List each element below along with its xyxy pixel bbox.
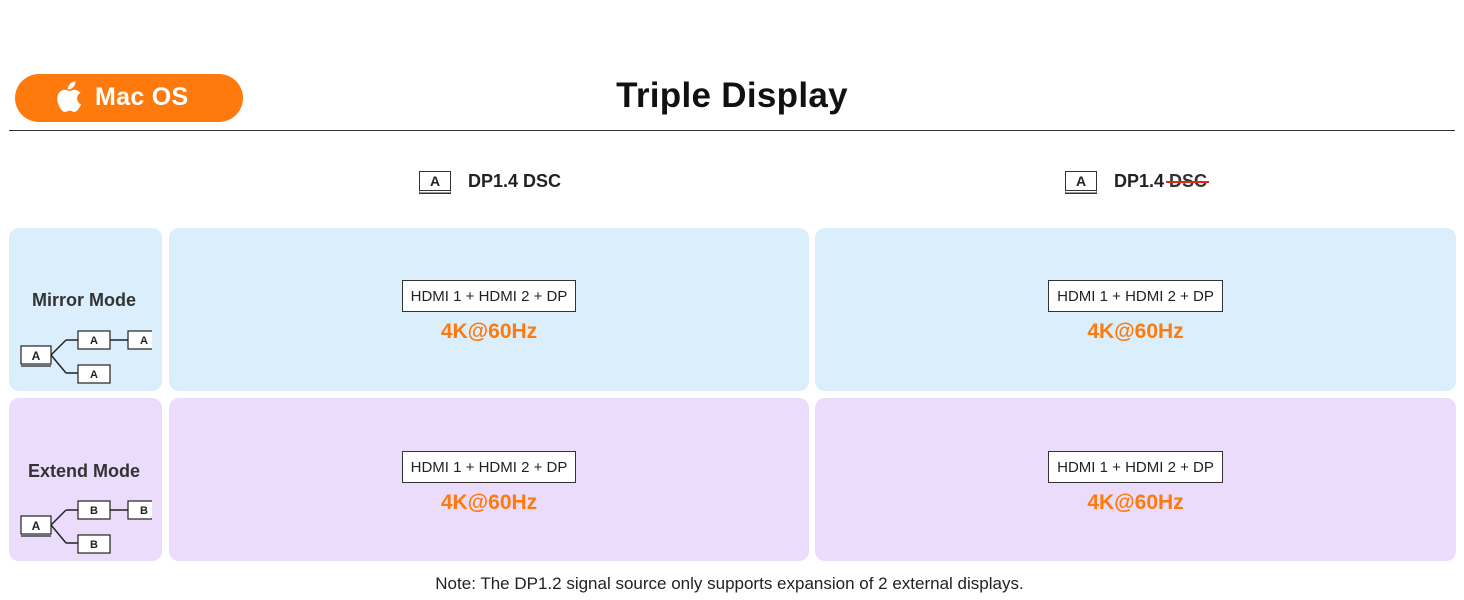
column-label: DP1.4 DSC (1114, 171, 1207, 192)
diagram-output-label: B (140, 505, 148, 517)
diagram-output-label: A (90, 335, 98, 347)
mirror-mode-label-cell: Mirror Mode A A A A (9, 228, 162, 391)
mirror-mode-label: Mirror Mode (31, 290, 136, 310)
column-label-prefix: DP1.4 (1114, 170, 1165, 191)
mirror-no-dsc-cell: HDMI 1 + HDMI 2 + DP 4K@60Hz (815, 228, 1456, 391)
extend-dsc-cell: HDMI 1 + HDMI 2 + DP 4K@60Hz (169, 398, 809, 561)
diagram-output-label: A (140, 335, 148, 347)
column-header-dsc: A DP1.4 DSC (419, 168, 561, 194)
page-title: Triple Display (616, 76, 848, 115)
footnote: Note: The DP1.2 signal source only suppo… (435, 574, 1024, 593)
extend-mode-diagram: A B B B (20, 500, 152, 554)
apple-logo-icon (57, 81, 82, 112)
column-label: DP1.4 DSC (468, 170, 562, 191)
port-combo: HDMI 1 + HDMI 2 + DP (1048, 451, 1223, 483)
mirror-mode-diagram: A A A A (20, 330, 152, 384)
port-combo: HDMI 1 + HDMI 2 + DP (401, 280, 577, 312)
port-combo: HDMI 1 + HDMI 2 + DP (1048, 280, 1223, 312)
resolution: 4K@60Hz (1087, 491, 1184, 514)
column-label-struck: DSC (1169, 170, 1208, 191)
resolution: 4K@60Hz (440, 491, 538, 514)
resolution: 4K@60Hz (440, 320, 538, 343)
extend-mode-label: Extend Mode (27, 461, 140, 481)
os-label: Mac OS (95, 83, 189, 111)
port-a-icon: A (419, 171, 451, 191)
diagram-source-label: A (32, 349, 41, 363)
diagram-source-label: A (32, 519, 41, 533)
port-a-icon: A (1065, 171, 1097, 191)
port-combo: HDMI 1 + HDMI 2 + DP (401, 451, 577, 483)
mirror-dsc-cell: HDMI 1 + HDMI 2 + DP 4K@60Hz (169, 228, 809, 391)
diagram-output-label: A (90, 369, 98, 381)
os-badge: Mac OS (15, 74, 243, 122)
resolution: 4K@60Hz (1087, 320, 1184, 343)
column-header-no-dsc: A DP1.4 DSC (1065, 168, 1207, 194)
diagram-output-label: B (90, 505, 98, 517)
diagram-output-label: B (90, 539, 98, 551)
extend-no-dsc-cell: HDMI 1 + HDMI 2 + DP 4K@60Hz (815, 398, 1456, 561)
extend-mode-label-cell: Extend Mode A B B B (9, 398, 162, 561)
header-divider (9, 130, 1455, 131)
